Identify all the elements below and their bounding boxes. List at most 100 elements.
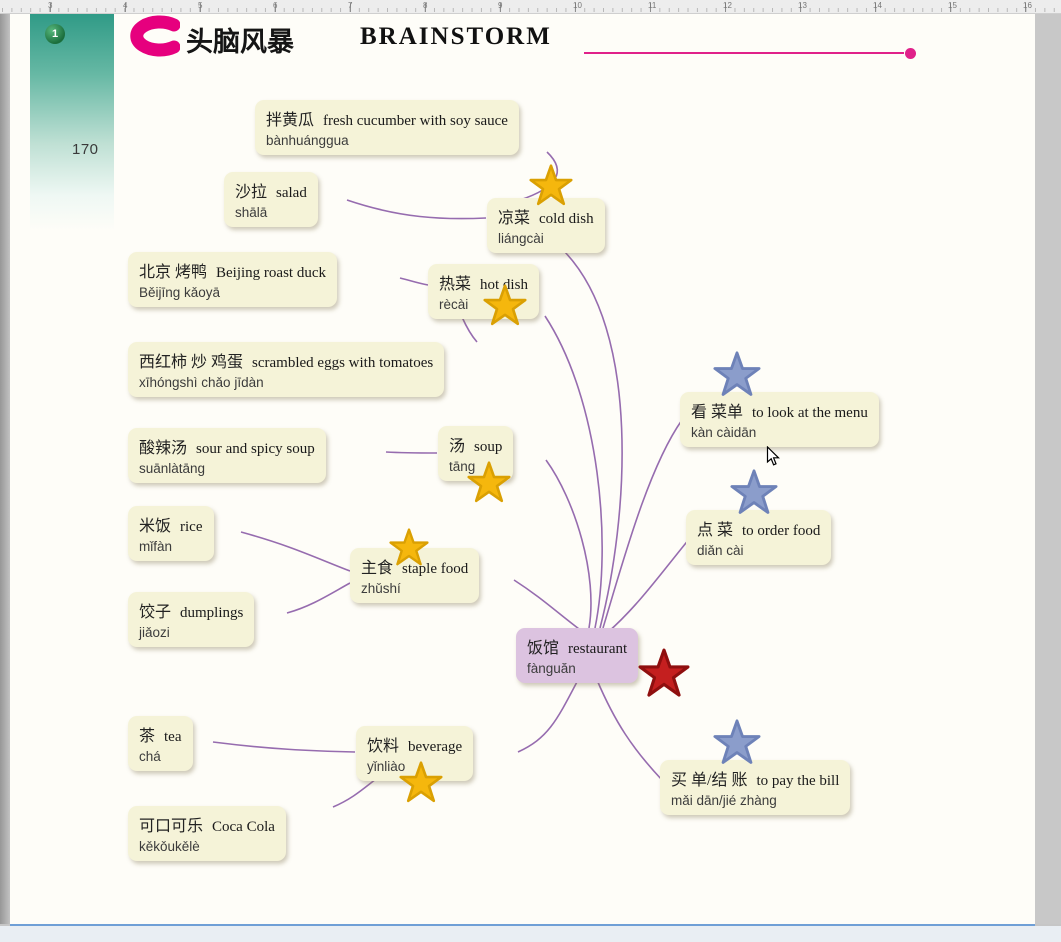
node-title: 拌黄瓜 fresh cucumber with soy sauce [266,106,508,130]
node-order-food: 点 菜 to order food diǎn cài [686,510,832,565]
node-pinyin: suānlàtāng [139,461,206,476]
gold-star-icon [399,761,443,803]
node-pinyin: fànguăn [527,661,576,676]
node-chinese: 沙拉 [235,184,268,201]
node-chinese: 凉菜 [498,210,531,227]
node-title: 饺子 dumplings [139,598,243,622]
node-english: scrambled eggs with tomatoes [252,355,434,371]
node-scrambled-eggs: 西红柿 炒 鸡蛋 scrambled eggs with tomatoes xīh… [128,342,445,397]
node-chinese: 汤 [449,438,466,455]
node-chinese: 饭馆 [527,640,560,657]
ruler-mark: 5 [198,1,203,10]
node-english: restaurant [568,641,628,657]
node-pinyin: liángcài [498,231,544,246]
node-chinese: 点 菜 [697,522,734,539]
below-page-area [0,926,1061,942]
node-pinyin: tāng [449,459,476,474]
node-title: 可口可乐 Coca Cola [139,812,275,836]
section-color-band [30,13,114,231]
node-pinyin: yǐnliào [367,759,406,774]
node-english: to pay the bill [756,773,840,789]
ruler-mark: 12 [723,1,732,10]
node-title: 沙拉 salad [235,178,307,202]
node-pinyin: Běijīng kǎoyā [139,285,221,300]
node-sour-spicy-soup: 酸辣汤 sour and spicy soup suānlàtāng [128,428,326,483]
node-pinyin: mǎi dān/jié zhàng [671,793,777,808]
node-title: 西红柿 炒 鸡蛋 scrambled eggs with tomatoes [139,348,433,372]
node-pinyin: shālā [235,205,268,220]
ruler-mark: 9 [498,1,503,10]
node-title: 买 单/结 账 to pay the bill [671,766,839,790]
node-chinese: 酸辣汤 [139,440,188,457]
node-chinese: 可口可乐 [139,818,204,835]
node-cold-dish: 凉菜 cold dish liángcài [487,198,605,253]
node-english: cold dish [539,211,594,227]
mouse-cursor [766,446,780,466]
page-bottom-edge [10,924,1035,926]
header-rule-dot [905,48,916,59]
node-chinese: 饮料 [367,738,400,755]
node-title: 饮料 beverage [367,732,462,756]
node-pinyin: bànhuánggua [266,133,349,148]
node-chinese: 买 单/结 账 [671,772,748,789]
ruler-mark: 4 [123,1,128,10]
node-english: dumplings [180,605,244,621]
node-title: 主食 staple food [361,554,468,578]
node-tea: 茶 tea chá [128,716,193,771]
node-english: fresh cucumber with soy sauce [323,113,508,129]
node-english: sour and spicy soup [196,441,315,457]
node-pinyin: kěkǒukělè [139,839,200,854]
node-dumplings: 饺子 dumplings jiǎozi [128,592,255,647]
node-chinese: 热菜 [439,276,472,293]
node-chinese: 米饭 [139,518,172,535]
ruler-mark: 3 [48,1,53,10]
left-gutter [0,13,10,924]
blue-star-icon [730,469,778,514]
node-english: beverage [408,739,463,755]
node-english: staple food [402,561,469,577]
header-title-chinese: 头脑风暴 [186,27,294,57]
node-chinese: 茶 [139,728,156,745]
node-english: salad [276,185,307,201]
gold-star-icon [389,528,429,566]
page-number: 170 [72,141,99,158]
node-chinese: 主食 [361,560,394,577]
ruler-mark: 8 [423,1,428,10]
node-english: tea [164,729,182,745]
ruler-mark: 6 [273,1,278,10]
node-english: Coca Cola [212,819,275,835]
node-chinese: 拌黄瓜 [266,112,315,129]
node-pinyin: xīhóngshì chǎo jīdàn [139,375,264,390]
right-gutter [1035,13,1061,924]
node-chinese: 饺子 [139,604,172,621]
ruler-mark: 16 [1023,1,1032,10]
gold-star-icon [483,284,527,326]
node-pinyin: jiǎozi [139,625,170,640]
node-english: to order food [742,523,821,539]
node-chinese: 西红柿 炒 鸡蛋 [139,354,244,371]
ruler-mark: 15 [948,1,957,10]
node-pinyin: diǎn cài [697,543,744,558]
node-beverage: 饮料 beverage yǐnliào [356,726,474,781]
node-restaurant-center: 饭馆 restaurant fànguăn [516,628,639,683]
node-pinyin: rècài [439,297,469,312]
node-pinyin: zhǔshí [361,581,401,596]
ruler-mark: 13 [798,1,807,10]
brainstorm-logo-icon [122,15,181,62]
node-salad: 沙拉 salad shālā [224,172,318,227]
node-pay-bill: 买 单/结 账 to pay the bill mǎi dān/jié zhàng [660,760,851,815]
red-star-icon [638,648,690,697]
blue-star-icon [713,351,761,396]
ruler-mark: 7 [348,1,353,10]
node-title: 凉菜 cold dish [498,204,594,228]
node-pinyin: chá [139,749,161,764]
blue-star-icon [713,719,761,764]
